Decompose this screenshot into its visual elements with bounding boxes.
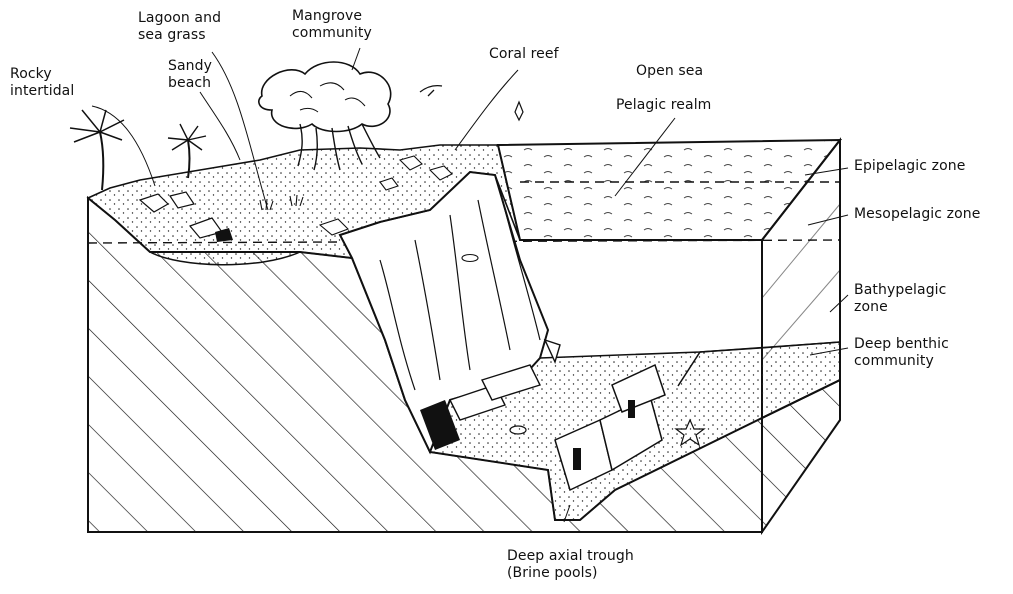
label-mesopelagic-zone: Mesopelagic zone <box>854 206 980 223</box>
label-mangrove-community-line2: community <box>292 25 372 42</box>
label-deep-axial-trough-line2: (Brine pools) <box>507 565 634 582</box>
label-bathypelagic-zone-line1: Bathypelagic <box>854 282 946 299</box>
label-deep-benthic-community-line2: community <box>854 353 949 370</box>
label-mangrove-community-line1: Mangrove <box>292 8 372 25</box>
label-open-sea: Open sea <box>636 63 703 80</box>
label-lagoon-sea-grass-line1: Lagoon and <box>138 10 221 27</box>
label-rocky-intertidal-line1: Rocky <box>10 66 74 83</box>
label-deep-axial-trough: Deep axial trough (Brine pools) <box>507 548 634 582</box>
label-lagoon-sea-grass-line2: sea grass <box>138 27 221 44</box>
label-sandy-beach-line1: Sandy <box>168 58 212 75</box>
label-pelagic-realm: Pelagic realm <box>616 97 711 114</box>
label-rocky-intertidal-line2: intertidal <box>10 83 74 100</box>
label-sandy-beach-line2: beach <box>168 75 212 92</box>
label-deep-benthic-community: Deep benthic community <box>854 336 949 370</box>
label-rocky-intertidal: Rocky intertidal <box>10 66 74 100</box>
label-deep-benthic-community-line1: Deep benthic <box>854 336 949 353</box>
label-mangrove-community: Mangrove community <box>292 8 372 42</box>
label-lagoon-sea-grass: Lagoon and sea grass <box>138 10 221 44</box>
label-bathypelagic-zone: Bathypelagic zone <box>854 282 946 316</box>
label-epipelagic-zone: Epipelagic zone <box>854 158 965 175</box>
label-coral-reef: Coral reef <box>489 46 559 63</box>
label-sandy-beach: Sandy beach <box>168 58 212 92</box>
label-bathypelagic-zone-line2: zone <box>854 299 946 316</box>
label-deep-axial-trough-line1: Deep axial trough <box>507 548 634 565</box>
